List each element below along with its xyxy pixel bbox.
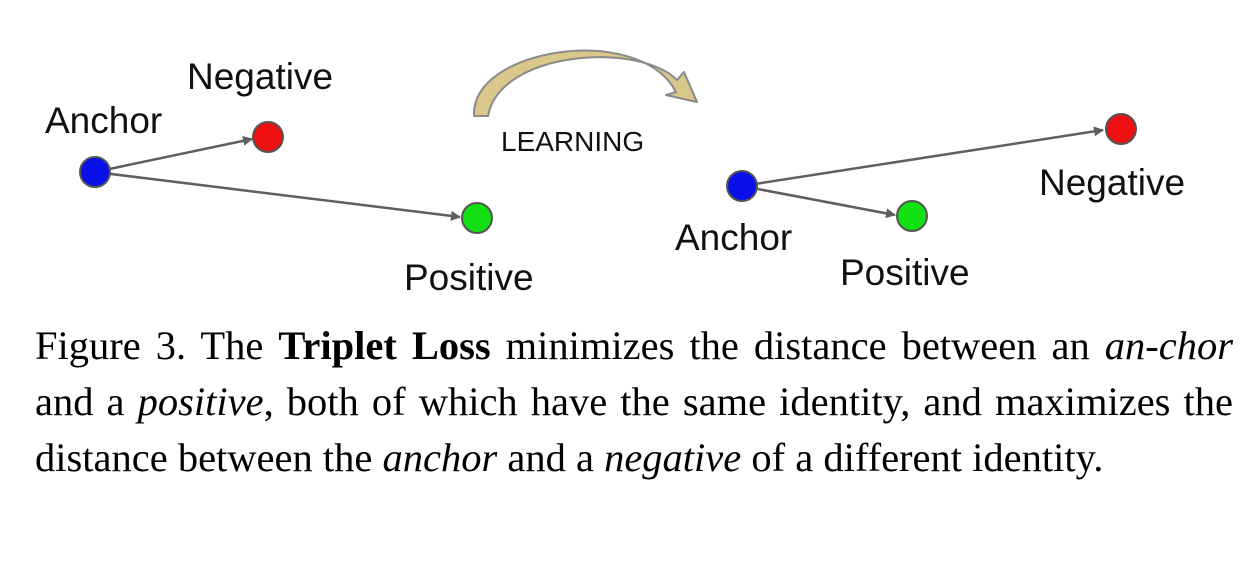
anchor-point-before <box>79 156 111 188</box>
positive-label-before: Positive <box>404 257 534 298</box>
negative-label-after: Negative <box>1039 162 1185 203</box>
figure-caption: Figure 3. The Triplet Loss minimizes the… <box>35 318 1233 486</box>
caption-italic-negative: negative <box>604 435 742 480</box>
caption-bold-term: Triplet Loss <box>278 323 491 368</box>
before-learning-group: Anchor Negative Positive <box>45 56 534 298</box>
arrow-anchor-to-negative-after <box>741 126 1104 188</box>
negative-label-before: Negative <box>187 56 333 97</box>
caption-text-3: , both of which have the same identity, … <box>35 379 1233 480</box>
positive-label-after: Positive <box>840 252 970 293</box>
arrow-anchor-to-negative-before <box>94 135 253 174</box>
positive-point-after <box>896 200 928 232</box>
caption-italic-anchor-2: anchor <box>382 435 498 480</box>
anchor-point-after <box>726 170 758 202</box>
negative-point-before <box>252 121 284 153</box>
caption-text-5: of a different identity. <box>741 435 1104 480</box>
negative-point-after <box>1105 113 1137 145</box>
arrow-anchor-to-positive-before <box>94 170 461 221</box>
caption-italic-anchor-1: an-chor <box>1104 323 1233 368</box>
anchor-label-after: Anchor <box>675 217 792 258</box>
caption-text-4: and a <box>497 435 605 480</box>
caption-text-1: minimizes the distance between an <box>490 323 1105 368</box>
triplet-loss-diagram: Anchor Negative Positive LEARNING Anchor… <box>45 49 1185 298</box>
after-learning-group: Anchor Negative Positive <box>675 113 1185 293</box>
caption-italic-positive: positive <box>137 379 264 424</box>
caption-text-2: and a <box>35 379 138 424</box>
learning-curved-arrow-icon <box>472 49 698 117</box>
arrow-anchor-to-positive-after <box>741 184 896 219</box>
caption-lead: Figure 3. The <box>35 323 279 368</box>
positive-point-before <box>461 202 493 234</box>
learning-transition: LEARNING <box>472 49 698 157</box>
learning-label: LEARNING <box>501 126 644 157</box>
anchor-label-before: Anchor <box>45 100 162 141</box>
